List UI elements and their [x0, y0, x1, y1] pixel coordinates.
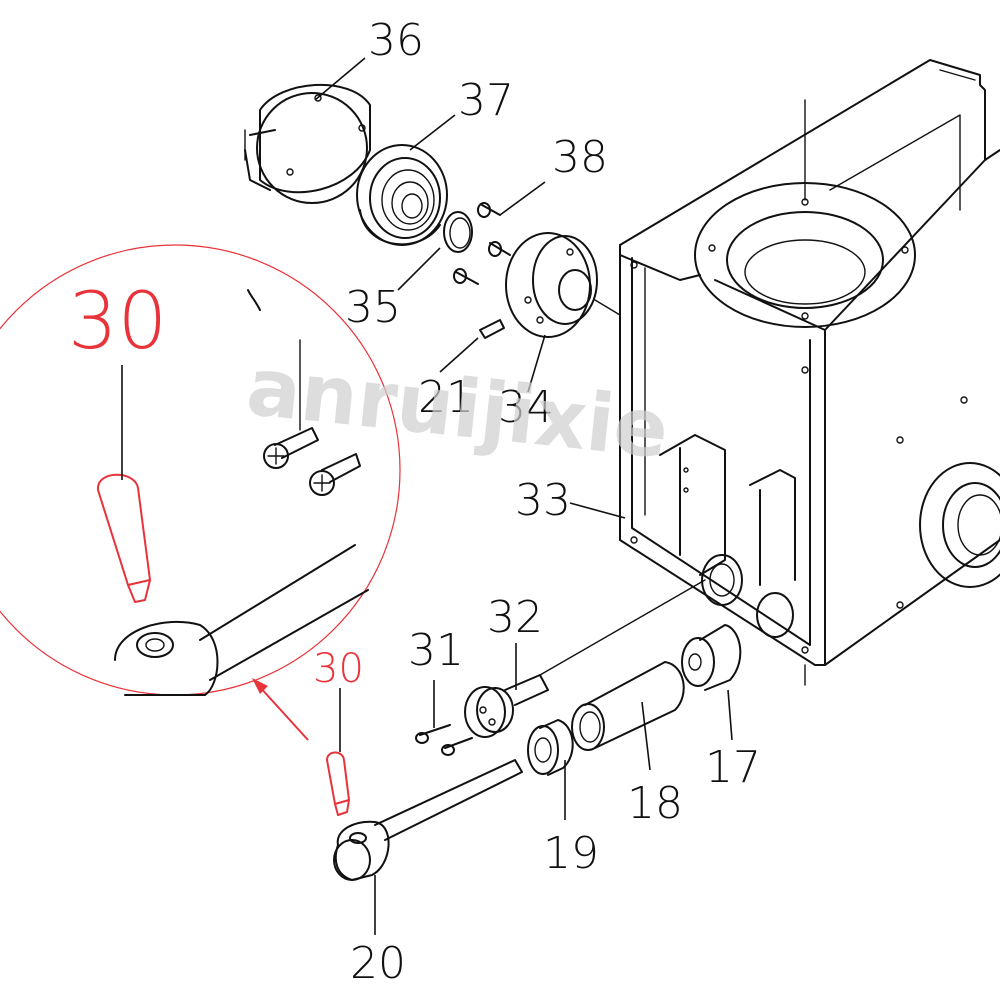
- zoom-pointer-arrow: [252, 678, 309, 741]
- part-32-flanged-shaft: [464, 579, 706, 738]
- part-20-lever-rod: [333, 759, 523, 881]
- callout-35: 35: [345, 282, 401, 333]
- callout-32: 32: [487, 592, 543, 643]
- part-19-ring: [527, 719, 574, 776]
- part-18-sleeve: [571, 661, 685, 751]
- callout-30: 30: [313, 646, 364, 692]
- callout-34: 34: [498, 382, 554, 433]
- part-30-handle: [326, 751, 350, 816]
- leader-lines: [121, 57, 733, 935]
- zoom-detail-circle: [0, 244, 401, 696]
- callout-33: 33: [515, 475, 571, 526]
- callout-38: 38: [552, 132, 608, 183]
- callout-18: 18: [627, 778, 683, 829]
- callout-21: 21: [418, 372, 474, 423]
- part-33-gearbox-housing: [619, 59, 1000, 686]
- part-31-screws: [415, 724, 473, 756]
- part-35-circlip: [443, 211, 473, 253]
- callout-30-zoom: 30: [68, 277, 167, 367]
- part-37-coil-spring: [356, 144, 448, 246]
- callout-31: 31: [408, 625, 464, 676]
- callout-36: 36: [368, 15, 424, 66]
- part-38-screws: [453, 202, 511, 285]
- part-34-flange: [505, 232, 621, 338]
- callout-19: 19: [543, 828, 599, 879]
- part-17-bushing: [681, 624, 742, 691]
- callout-20: 20: [350, 938, 406, 989]
- callout-17: 17: [705, 742, 761, 793]
- part-36-ring-clip: [244, 84, 371, 204]
- part-21-pin: [479, 319, 505, 339]
- callout-37: 37: [458, 75, 514, 126]
